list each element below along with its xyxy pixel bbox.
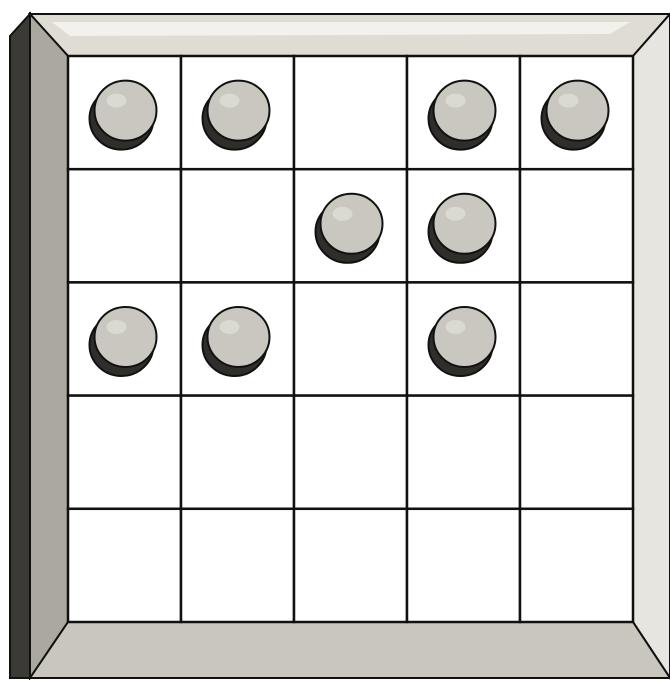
piece-highlight bbox=[333, 207, 353, 221]
piece-face bbox=[434, 194, 496, 254]
piece-face bbox=[95, 81, 157, 141]
board-cell-r4-c2[interactable] bbox=[181, 396, 294, 509]
piece-highlight bbox=[107, 320, 127, 334]
board-cell-r4-c3[interactable] bbox=[294, 396, 407, 509]
board-cell-r2-c2[interactable] bbox=[181, 169, 294, 282]
board-cell-r3-c3[interactable] bbox=[294, 282, 407, 395]
piece-highlight bbox=[446, 207, 466, 221]
piece-face bbox=[547, 81, 609, 141]
frame-bottom-bevel bbox=[30, 622, 670, 678]
piece-highlight bbox=[220, 94, 240, 108]
board-cell-r4-c5[interactable] bbox=[520, 396, 633, 509]
piece-face bbox=[208, 81, 270, 141]
frame-top-highlight bbox=[52, 22, 630, 36]
board-cell-r5-c5[interactable] bbox=[520, 509, 633, 622]
frame-left-bevel bbox=[30, 14, 68, 678]
piece-highlight bbox=[446, 320, 466, 334]
piece-highlight bbox=[559, 94, 579, 108]
board-cell-r5-c1[interactable] bbox=[68, 509, 181, 622]
piece-face bbox=[95, 307, 157, 367]
board-cell-r4-c4[interactable] bbox=[407, 396, 520, 509]
board-cell-r2-c5[interactable] bbox=[520, 169, 633, 282]
piece-face bbox=[434, 307, 496, 367]
board-cell-r2-c1[interactable] bbox=[68, 169, 181, 282]
board-cell-r3-c5[interactable] bbox=[520, 282, 633, 395]
board-cell-r5-c3[interactable] bbox=[294, 509, 407, 622]
piece-highlight bbox=[446, 94, 466, 108]
board-cell-r5-c2[interactable] bbox=[181, 509, 294, 622]
board-cell-r4-c1[interactable] bbox=[68, 396, 181, 509]
piece-face bbox=[208, 307, 270, 367]
board-cell-r1-c3[interactable] bbox=[294, 56, 407, 169]
piece-highlight bbox=[107, 94, 127, 108]
piece-face bbox=[321, 194, 383, 254]
frame-outer-left-edge bbox=[10, 14, 30, 678]
board-cell-r5-c4[interactable] bbox=[407, 509, 520, 622]
piece-highlight bbox=[220, 320, 240, 334]
piece-face bbox=[434, 81, 496, 141]
frame-right-bevel bbox=[633, 14, 670, 678]
